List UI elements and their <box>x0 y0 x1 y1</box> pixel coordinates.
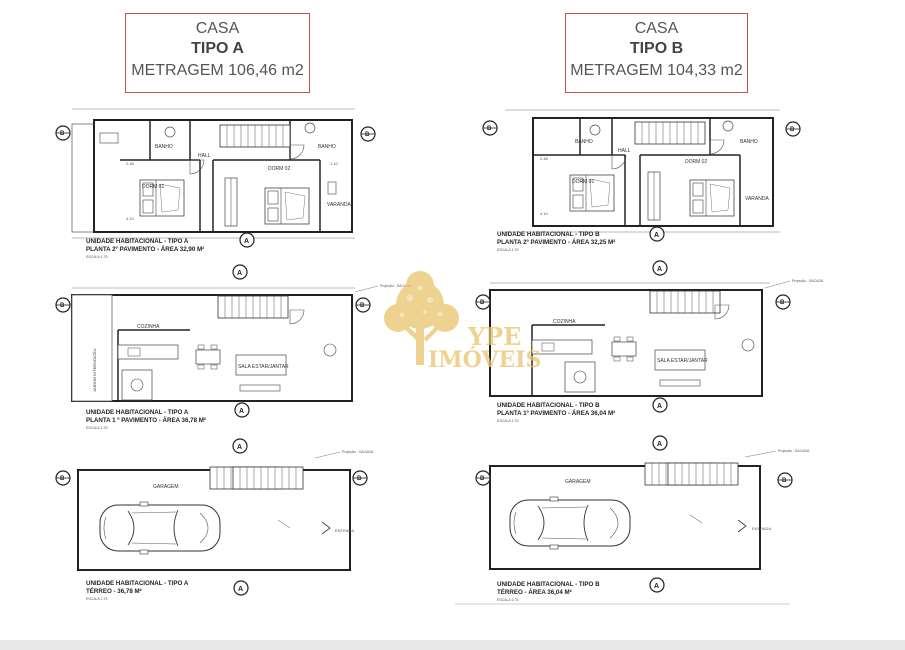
house-a-f1-section-marker: A <box>239 408 244 415</box>
house-a-gr-grid-marker-left: B <box>60 476 65 482</box>
house-a-title-box: CASA TIPO A METRAGEM 106,46 m2 <box>125 13 310 93</box>
house-a-f1-grid-marker-left: B <box>60 303 65 309</box>
svg-text:4.10: 4.10 <box>126 216 135 221</box>
house-b-gr-caption-2: TÉRREO - ÁREA 36,04 M² <box>497 588 572 596</box>
house-b-f1-caption-2: PLANTA 1º PAVIMENTO - ÁREA 36,04 M² <box>497 410 615 417</box>
house-a-f2-section-marker: A <box>244 238 249 245</box>
house-a-f1-caption-2: PLANTA 1 º PAVIMENTO - ÁREA 36,78 M² <box>86 417 206 424</box>
house-a-f1-scale: ESCALA 1:75 <box>86 426 107 430</box>
house-b-title-line3: METRAGEM 104,33 m2 <box>570 62 743 79</box>
house-b-f1-room-sala: SALA ESTAR/JANTAR <box>657 358 708 364</box>
house-a-title-line3: METRAGEM 106,46 m2 <box>131 62 304 79</box>
house-b-gr-section-marker-top: A <box>657 441 662 448</box>
house-b-f1-section-marker-top: A <box>657 266 662 273</box>
house-b-gr-grid-marker-right: B <box>782 478 787 484</box>
house-b-gr-caption-1: UNIDADE HABITACIONAL - TIPO B <box>497 581 600 588</box>
house-a-f1-section-marker-top: A <box>237 270 242 277</box>
svg-text:4.10: 4.10 <box>540 211 549 216</box>
house-b-f2-room-banho-2: BANHO <box>740 139 758 145</box>
house-a-f2-scale: ESCALA 1:75 <box>86 255 107 259</box>
house-b-f2-room-banho-1: BANHO <box>575 139 593 145</box>
house-b-f1-scale: ESCALA 1:75 <box>497 419 518 423</box>
house-b-f2-scale: ESCALA 1:75 <box>497 248 518 252</box>
svg-text:2.48: 2.48 <box>540 156 549 161</box>
house-b-floor2-plan: BANHO BANHO HALL DORM 01 DORM 02 VARANDA… <box>482 109 801 276</box>
house-a-floor1-plan: COZINHA SALA ESTAR/JANTAR JARDIM INTERNO… <box>55 284 412 454</box>
house-a-floor2-plan: BANHO BANHO HALL DORM 01 DORM 02 VARANDA… <box>55 108 376 280</box>
house-b-f2-room-dorm01: DORM 01 <box>572 179 594 185</box>
house-b-f1-grid-marker-right: B <box>780 300 785 306</box>
house-a-title-line2: TIPO A <box>191 40 244 57</box>
house-b-f2-caption-2: PLANTA 2º PAVIMENTO - ÁREA 32,25 M² <box>497 239 615 246</box>
house-a-f2-grid-marker-left: B <box>60 131 65 137</box>
house-a-f1-caption-1: UNIDADE HABITACIONAL - TIPO A <box>86 409 189 416</box>
house-a-f2-caption-1: UNIDADE HABITACIONAL - TIPO A <box>86 238 189 245</box>
house-b-gr-projection-note: Projeção - SACADA <box>778 449 810 453</box>
house-b-gr-scale: ESCALA 1:75 <box>497 598 518 602</box>
house-b-f2-room-dorm02: DORM 02 <box>685 159 707 165</box>
house-a-f2-grid-marker-right: B <box>365 132 370 138</box>
house-b-ground-plan: GARAGEM ENTRADA Projeção - SACADA B B A … <box>475 449 810 602</box>
house-b-f1-projection-note: Projeção - SACADA <box>792 279 824 283</box>
house-a-gr-projection-note: Projeção - SACADA <box>342 450 374 454</box>
house-b-gr-room-garagem: GARAGEM <box>565 479 591 485</box>
house-a-f2-room-hall: HALL <box>198 153 211 159</box>
house-a-gr-scale: ESCALA 1:75 <box>86 597 107 601</box>
house-a-gr-room-garagem: GARAGEM <box>153 484 179 490</box>
house-a-f1-grid-marker-right: B <box>360 303 365 309</box>
house-b-f1-room-cozinha: COZINHA <box>553 319 576 325</box>
house-a-gr-section-marker-top: A <box>237 444 242 451</box>
svg-text:1.10: 1.10 <box>330 161 339 166</box>
house-a-gr-section-marker: A <box>238 586 243 593</box>
house-a-f1-room-cozinha: COZINHA <box>137 324 160 330</box>
house-a-f1-projection-note: Projeção - SACADA <box>380 284 412 288</box>
house-b-gr-entry: ENTRADA <box>752 526 771 531</box>
house-a-title-line1: CASA <box>195 20 240 37</box>
house-a-f2-room-banho-1: BANHO <box>155 144 173 150</box>
house-b-title-line1: CASA <box>634 20 679 37</box>
house-b-f2-grid-marker-left: B <box>487 126 492 132</box>
house-a-gr-caption-2: TÉRREO - 36,78 M² <box>86 587 142 595</box>
bottom-strip <box>0 640 905 650</box>
house-a-ground-plan: GARAGEM ENTRADA Projeção - SACADA B B A … <box>55 450 374 601</box>
watermark-line2: IMÓVEIS <box>428 346 541 373</box>
house-a-f1-room-sala: SALA ESTAR/JANTAR <box>238 364 289 370</box>
house-b-title-line2: TIPO B <box>629 40 684 57</box>
house-b-f1-caption-1: UNIDADE HABITACIONAL - TIPO B <box>497 402 600 409</box>
house-a-f2-room-dorm01: DORM 01 <box>142 184 164 190</box>
house-b-f2-room-hall: HALL <box>618 148 631 154</box>
house-b-f2-section-marker: A <box>654 232 659 239</box>
house-b-f2-grid-marker-right: B <box>790 127 795 133</box>
house-b-gr-section-marker: A <box>654 583 659 590</box>
house-b-f1-grid-marker-left: B <box>480 300 485 306</box>
house-b-f2-room-varanda: VARANDA <box>745 196 769 202</box>
watermark-logo: YPE IMÓVEIS <box>384 271 541 373</box>
house-a-f2-caption-2: PLANTA 2º PAVIMENTO - ÁREA 32,90 M² <box>86 246 204 253</box>
house-b-f2-caption-1: UNIDADE HABITACIONAL - TIPO B <box>497 231 600 238</box>
house-a-f2-room-dorm02: DORM 02 <box>268 166 290 172</box>
house-a-f2-room-varanda: VARANDA <box>327 202 351 208</box>
house-a-f2-room-banho-2: BANHO <box>318 144 336 150</box>
house-b-gr-grid-marker-left: B <box>480 476 485 482</box>
house-a-gr-entry: ENTRADA <box>335 528 354 533</box>
house-b-floor1-plan: COZINHA SALA ESTAR/JANTAR Projeção - SAC… <box>475 279 824 451</box>
house-a-gr-caption-1: UNIDADE HABITACIONAL - TIPO A <box>86 580 189 587</box>
house-b-f1-section-marker: A <box>657 403 662 410</box>
svg-text:2.48: 2.48 <box>126 161 135 166</box>
house-a-gr-grid-marker-right: B <box>357 476 362 482</box>
house-a-f1-side-label: JARDIM INTERNO/CÉU <box>92 348 97 392</box>
house-b-title-box: CASA TIPO B METRAGEM 104,33 m2 <box>565 13 748 93</box>
watermark-line1: YPE <box>467 322 521 351</box>
